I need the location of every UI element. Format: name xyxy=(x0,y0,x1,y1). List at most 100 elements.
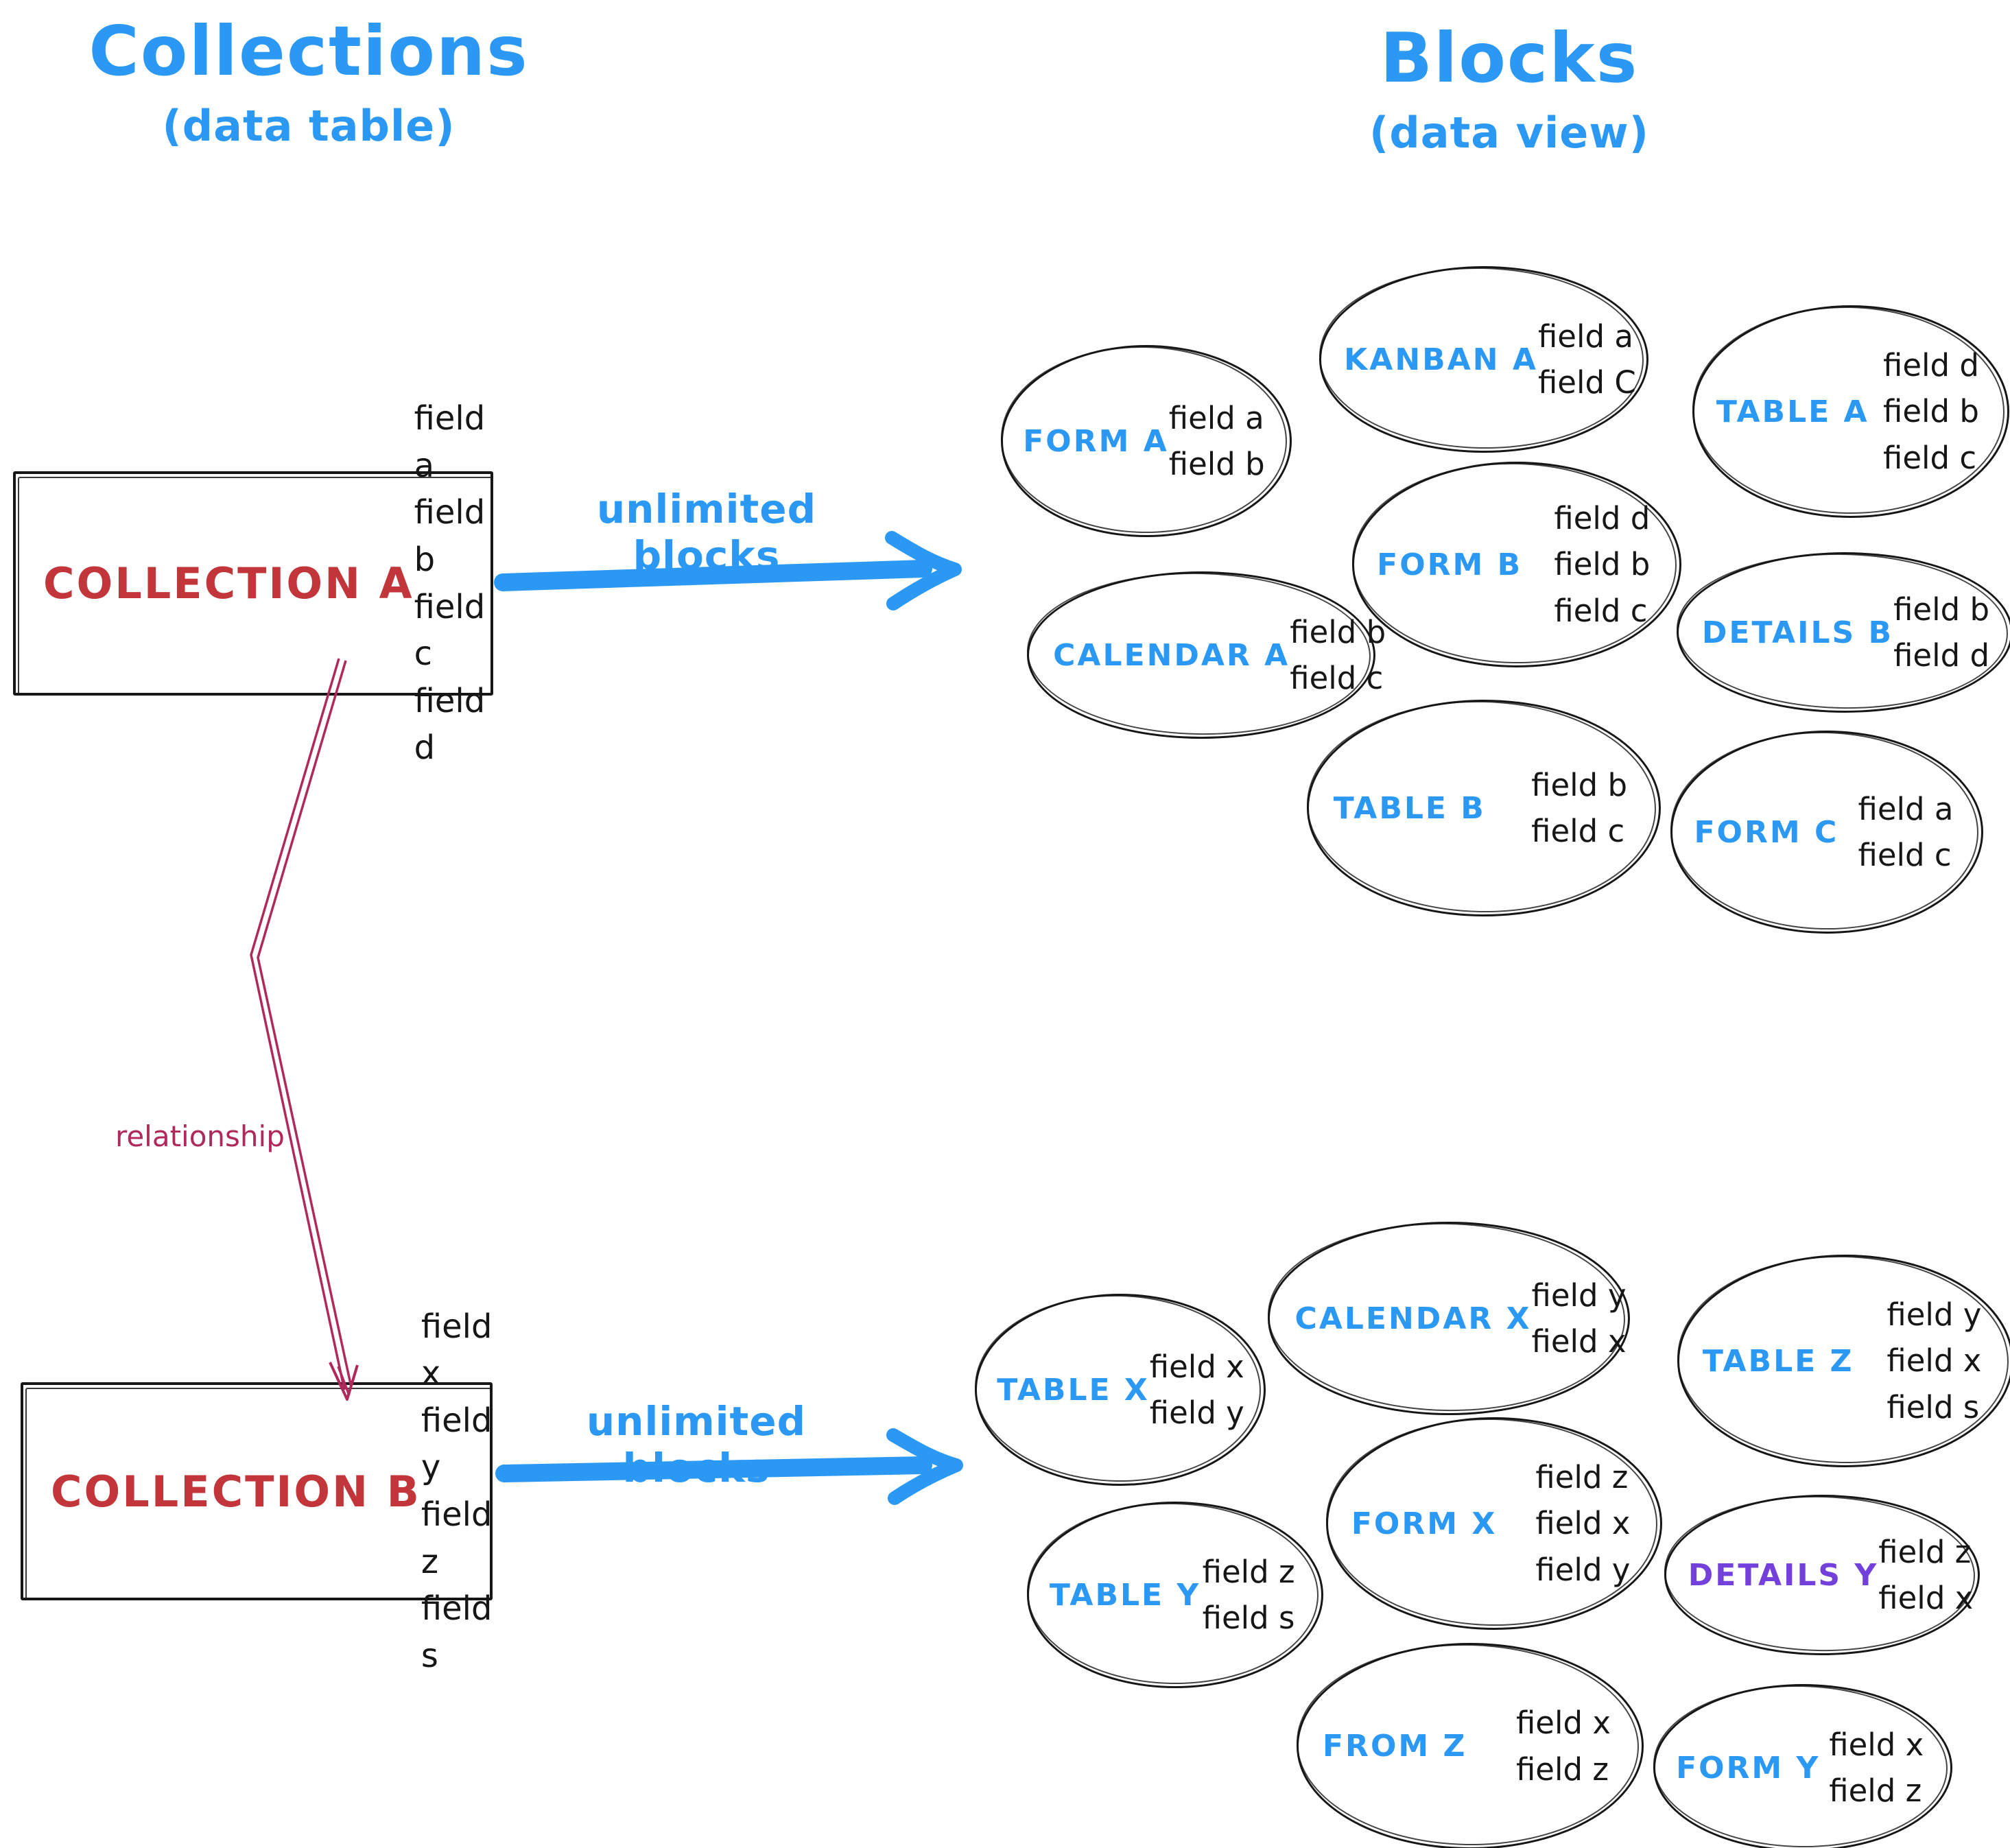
block-form-x-fields: field z field x field y xyxy=(1535,1454,1630,1594)
block-field: field c xyxy=(1883,439,1977,476)
block-form-b-label: FORM B xyxy=(1377,547,1523,582)
block-field: field y xyxy=(1535,1551,1631,1588)
block-details-b-fields: field b field d xyxy=(1893,587,1989,679)
block-form-a-label: FORM A xyxy=(1023,423,1169,459)
block-calendar-a-label: CALENDAR A xyxy=(1053,637,1290,673)
collection-b-fields: field x field y field z field s xyxy=(421,1303,493,1680)
block-from-z: FROM Z field x field z xyxy=(1297,1643,1644,1848)
block-field: field d xyxy=(1883,346,1979,383)
collections-heading: Collections (data table) xyxy=(82,11,535,151)
collection-a-fields: field a field b field c field d xyxy=(414,395,486,772)
block-field: field x xyxy=(1515,1705,1611,1741)
block-field: field a xyxy=(1858,790,1954,827)
block-field: field y xyxy=(1887,1296,1982,1333)
block-calendar-x-fields: field y field x xyxy=(1532,1272,1627,1365)
block-details-y: DETAILS Y field z field x xyxy=(1664,1495,1980,1655)
collections-subtitle: (data table) xyxy=(162,101,456,151)
block-field: field c xyxy=(1554,592,1648,629)
collection-a-field: field a xyxy=(414,399,486,485)
block-table-x: TABLE X field x field y xyxy=(975,1294,1266,1486)
collection-b-field: field s xyxy=(421,1589,493,1675)
block-field: field x xyxy=(1531,1323,1627,1360)
block-field: field b xyxy=(1290,613,1386,650)
collection-b-field: field z xyxy=(421,1495,493,1581)
blocks-title: Blocks xyxy=(1380,18,1639,98)
block-field: field c xyxy=(1290,660,1384,696)
block-table-x-label: TABLE X xyxy=(997,1372,1150,1408)
block-field: field s xyxy=(1887,1388,1980,1425)
block-field: field b xyxy=(1554,546,1651,583)
block-form-b: FORM B field d field b field c xyxy=(1352,462,1681,667)
block-field: field c xyxy=(1858,837,1952,873)
block-form-c-fields: field a field c xyxy=(1858,786,1954,879)
block-table-b-fields: field b field c xyxy=(1531,762,1627,855)
collection-b-field: field y xyxy=(421,1401,493,1487)
block-form-y: FORM Y field x field z xyxy=(1653,1684,1952,1848)
block-calendar-a-fields: field b field c xyxy=(1290,609,1386,702)
block-table-a: TABLE A field d field b field c xyxy=(1692,305,2009,518)
block-kanban-a-fields: field a field C xyxy=(1538,313,1636,406)
block-form-a: FORM A field a field b xyxy=(1001,345,1292,537)
block-form-b-fields: field d field b field c xyxy=(1554,495,1650,635)
block-details-y-label: DETAILS Y xyxy=(1688,1557,1879,1593)
block-table-y: TABLE Y field z field s xyxy=(1027,1502,1323,1688)
block-field: field z xyxy=(1878,1533,1972,1570)
block-field: field s xyxy=(1202,1600,1295,1636)
block-form-c: FORM C field a field c xyxy=(1670,731,1983,934)
block-field: field z xyxy=(1535,1458,1629,1495)
collection-b-box: COLLECTION B field x field y field z fie… xyxy=(21,1307,493,1675)
block-form-y-fields: field x field z xyxy=(1829,1722,1924,1814)
block-form-x: FORM X field z field x field y xyxy=(1326,1417,1662,1630)
block-field: field x xyxy=(1535,1505,1631,1542)
block-field: field x xyxy=(1149,1348,1244,1385)
block-table-z-fields: field y field x field s xyxy=(1887,1292,1981,1431)
block-field: field d xyxy=(1554,499,1651,536)
blocks-heading: Blocks (data view) xyxy=(1324,18,1694,158)
block-kanban-a-label: KANBAN A xyxy=(1344,342,1538,377)
block-form-x-label: FORM X xyxy=(1351,1506,1498,1541)
block-field: field C xyxy=(1537,364,1636,401)
block-table-b: TABLE B field b field c xyxy=(1307,700,1661,916)
block-form-c-label: FORM C xyxy=(1694,814,1839,850)
block-from-z-label: FROM Z xyxy=(1323,1729,1467,1764)
block-details-b: DETAILS B field b field d xyxy=(1677,552,2010,713)
block-field: field x xyxy=(1878,1580,1974,1616)
block-field: field a xyxy=(1168,399,1264,436)
block-details-y-fields: field z field x xyxy=(1878,1529,1973,1622)
block-form-a-fields: field a field b xyxy=(1169,395,1265,488)
unlimited-blocks-label-bottom: unlimited blocks xyxy=(586,1398,807,1491)
block-field: field x xyxy=(1829,1726,1924,1763)
block-field: field b xyxy=(1168,446,1265,482)
block-field: field x xyxy=(1887,1342,1982,1379)
block-field: field z xyxy=(1829,1773,1922,1809)
block-table-z: TABLE Z field y field x field s xyxy=(1677,1255,2010,1467)
block-kanban-a: KANBAN A field a field C xyxy=(1319,266,1648,453)
collection-a-box: COLLECTION A field a field b field c fie… xyxy=(13,399,493,767)
block-table-z-label: TABLE Z xyxy=(1702,1343,1854,1379)
block-field: field c xyxy=(1531,813,1625,849)
block-field: field z xyxy=(1515,1751,1609,1788)
block-from-z-fields: field x field z xyxy=(1516,1700,1611,1792)
relationship-label: relationship xyxy=(115,1120,285,1153)
block-table-b-label: TABLE B xyxy=(1333,790,1486,826)
block-form-y-label: FORM Y xyxy=(1676,1750,1821,1786)
block-field: field y xyxy=(1149,1395,1244,1431)
block-field: field d xyxy=(1893,637,1990,674)
block-field: field y xyxy=(1531,1277,1627,1314)
block-calendar-a: CALENDAR A field b field c xyxy=(1027,571,1386,739)
collection-a-field: field b xyxy=(414,493,486,579)
block-field: field b xyxy=(1531,766,1628,803)
block-table-x-fields: field x field y xyxy=(1150,1344,1244,1436)
block-table-y-fields: field z field s xyxy=(1203,1549,1295,1642)
block-field: field b xyxy=(1883,393,1979,430)
block-table-a-label: TABLE A xyxy=(1716,394,1869,429)
block-details-b-label: DETAILS B xyxy=(1701,615,1894,650)
relationship-connector xyxy=(250,658,359,1401)
collection-b-name: COLLECTION B xyxy=(51,1466,421,1517)
block-field: field a xyxy=(1537,318,1633,355)
blocks-subtitle: (data view) xyxy=(1369,108,1649,158)
block-calendar-x: CALENDAR X field y field x xyxy=(1268,1222,1630,1415)
unlimited-blocks-label-top: unlimited blocks xyxy=(596,486,817,579)
collection-a-name: COLLECTION A xyxy=(43,558,414,608)
